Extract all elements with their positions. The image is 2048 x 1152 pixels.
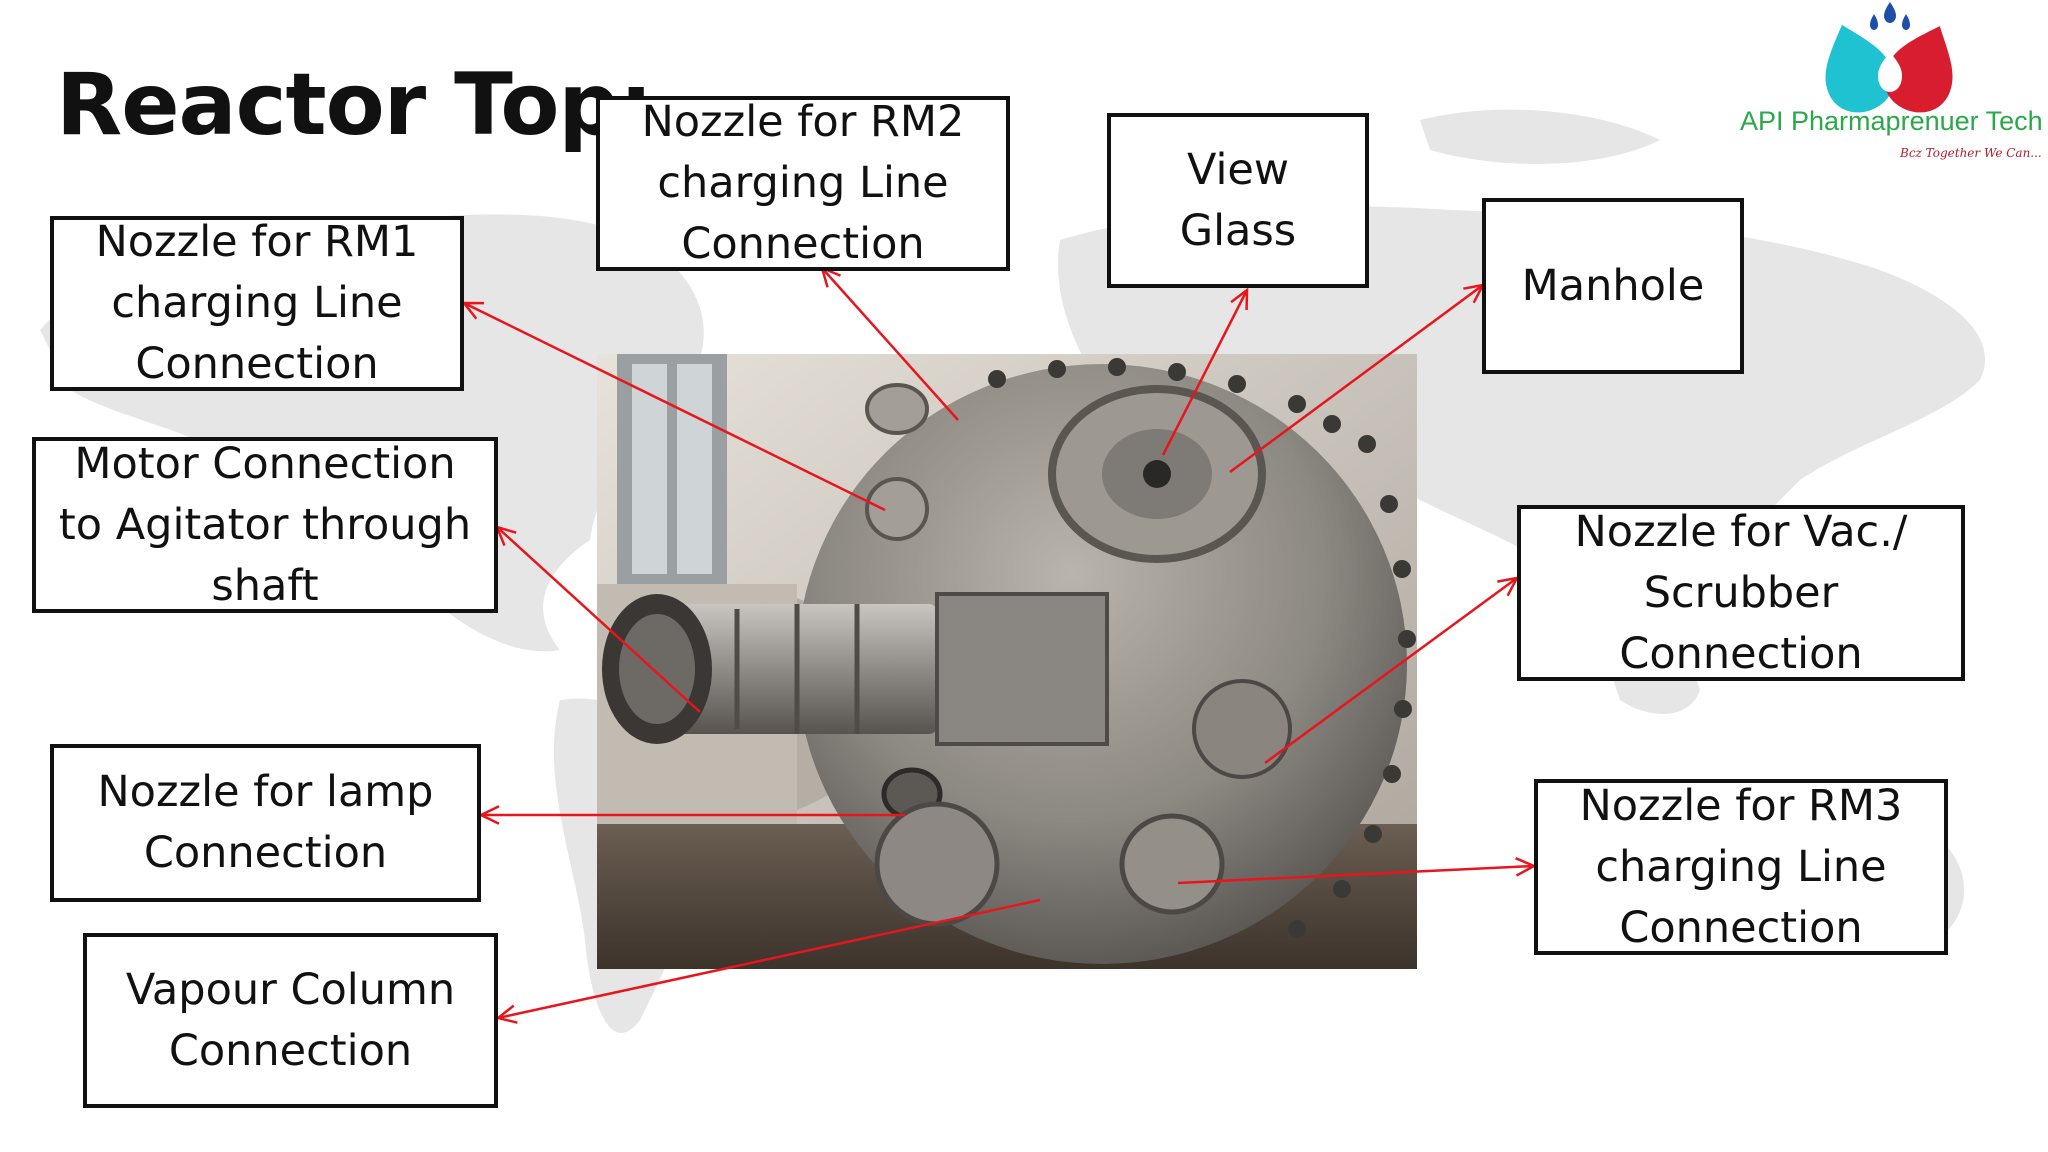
callout-vapour-column: Vapour Column Connection xyxy=(83,933,498,1108)
callout-rm3-nozzle: Nozzle for RM3 charging Line Connection xyxy=(1534,779,1948,955)
callout-view-glass-label: View Glass xyxy=(1179,144,1297,256)
logo-drops-icon xyxy=(1825,2,1953,113)
logo-tagline: Bcz Together We Can... xyxy=(1900,146,2042,160)
callout-rm1-nozzle: Nozzle for RM1 charging Line Connection xyxy=(50,216,464,391)
logo-company-name: API Pharmaprenuer Tech xyxy=(1740,106,2043,136)
reactor-photo xyxy=(597,354,1417,969)
callout-manhole-label: Manhole xyxy=(1521,260,1705,311)
callout-rm3-label: Nozzle for RM3 charging Line Connection xyxy=(1579,780,1903,953)
page-title: Reactor Top: xyxy=(56,55,653,155)
callout-lamp-nozzle: Nozzle for lamp Connection xyxy=(50,744,481,902)
company-logo xyxy=(1825,2,1953,113)
callout-rm2-nozzle: Nozzle for RM2 charging Line Connection xyxy=(596,96,1010,271)
callout-rm1-label: Nozzle for RM1 charging Line Connection xyxy=(95,217,419,389)
callout-rm2-label: Nozzle for RM2 charging Line Connection xyxy=(641,97,965,269)
callout-motor-label: Motor Connection to Agitator through sha… xyxy=(58,438,472,611)
callout-view-glass: View Glass xyxy=(1107,113,1369,288)
callout-lamp-label: Nozzle for lamp Connection xyxy=(97,767,434,878)
callout-vac-label: Nozzle for Vac./ Scrubber Connection xyxy=(1574,506,1908,679)
callout-manhole: Manhole xyxy=(1482,198,1744,374)
callout-vapour-label: Vapour Column Connection xyxy=(125,964,456,1076)
callout-motor-connection: Motor Connection to Agitator through sha… xyxy=(32,437,498,613)
callout-vac-scrubber: Nozzle for Vac./ Scrubber Connection xyxy=(1517,505,1965,681)
